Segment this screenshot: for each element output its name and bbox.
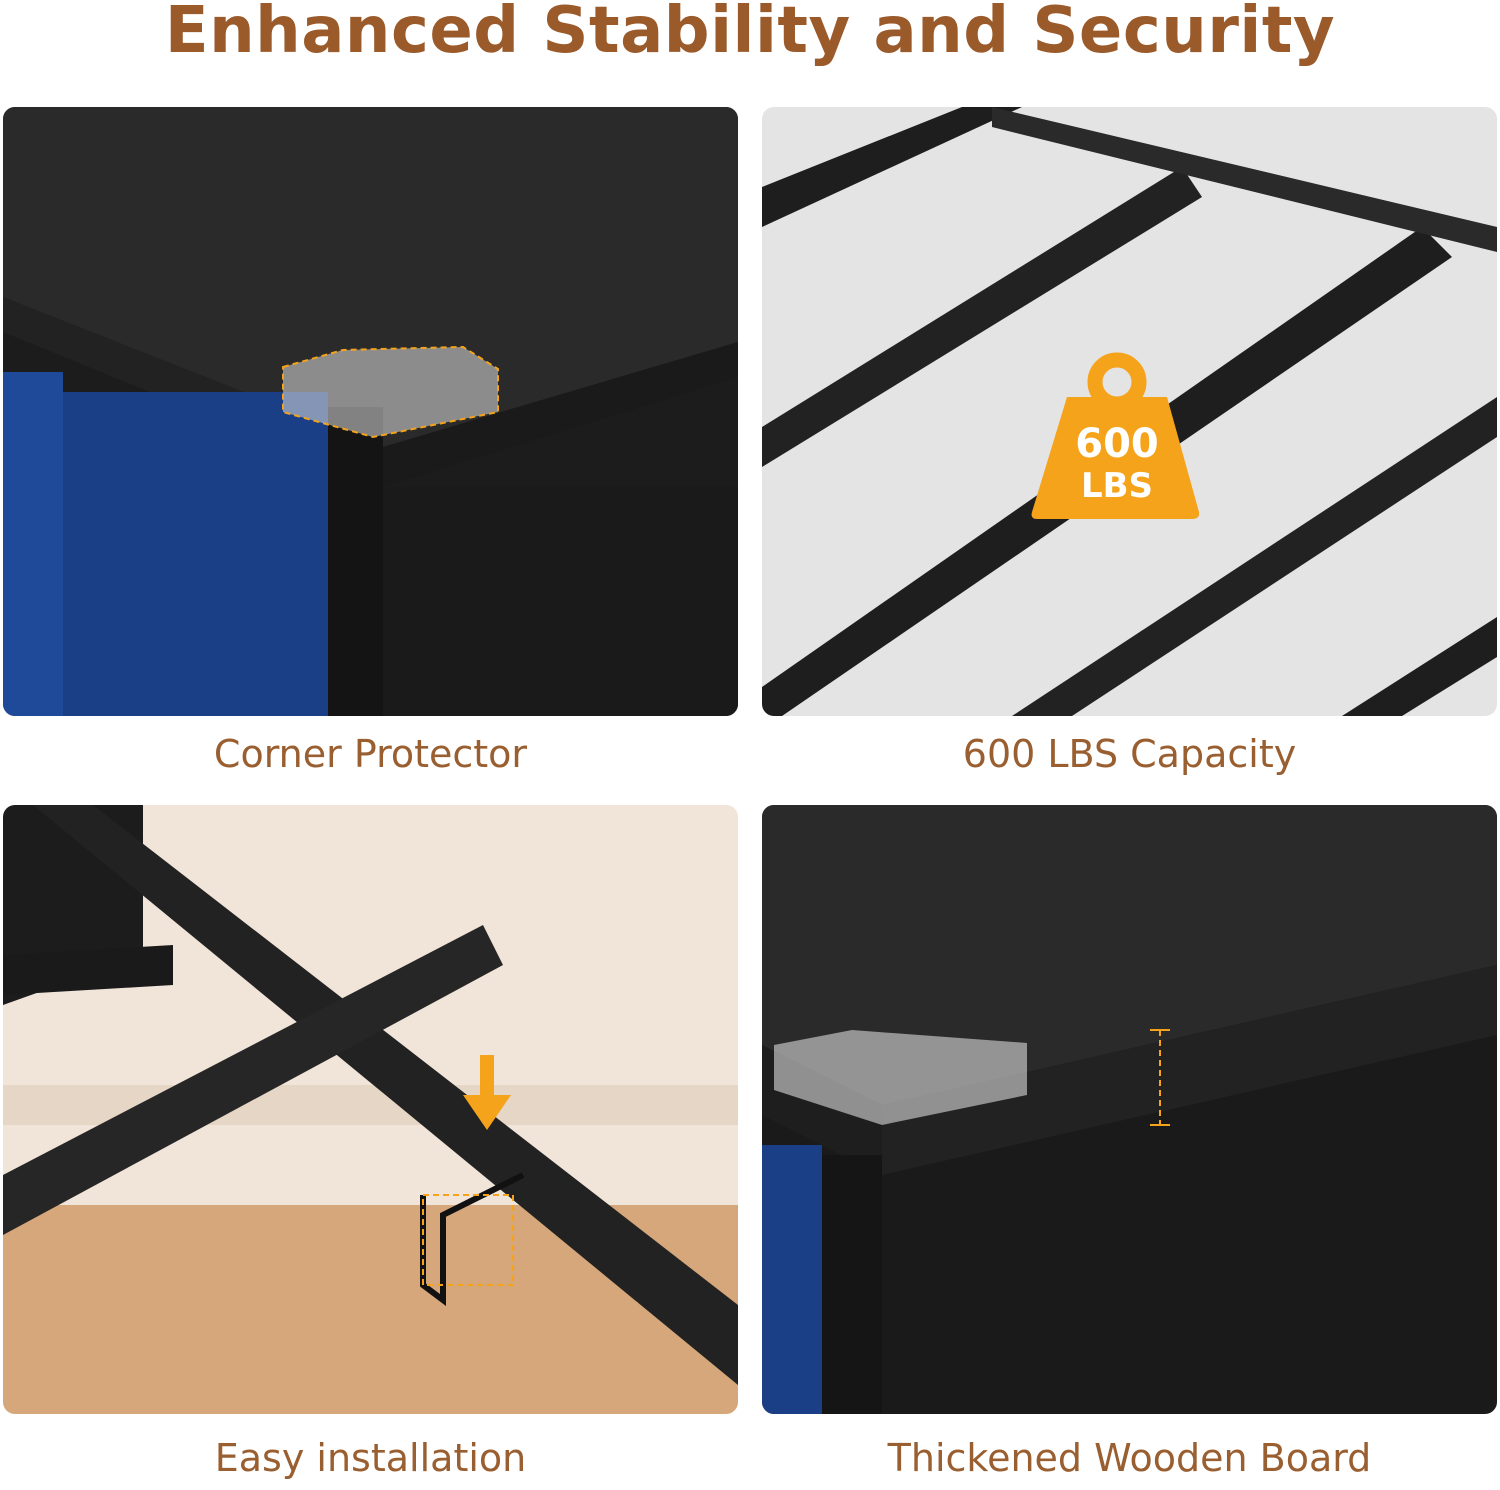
- caption-easy-installation: Easy installation: [214, 1436, 527, 1480]
- weight-icon: 600 LBS: [1031, 352, 1200, 519]
- arrow-down-icon: [463, 1055, 511, 1130]
- corner-protector-image: [3, 107, 738, 716]
- caption-thickened-board: Thickened Wooden Board: [887, 1436, 1372, 1480]
- weight-unit: LBS: [1081, 466, 1153, 506]
- caption-capacity: 600 LBS Capacity: [962, 732, 1297, 776]
- corner-protector-icon: [774, 1030, 1027, 1125]
- caption-corner-protector: Corner Protector: [213, 732, 528, 776]
- easy-installation-image: [3, 805, 738, 1414]
- capacity-image: 600 LBS: [762, 107, 1497, 716]
- weight-value: 600: [1075, 421, 1159, 467]
- corner-protector-icon: [282, 345, 499, 439]
- page-title: Enhanced Stability and Security: [164, 0, 1336, 68]
- thickened-board-image: [762, 805, 1497, 1414]
